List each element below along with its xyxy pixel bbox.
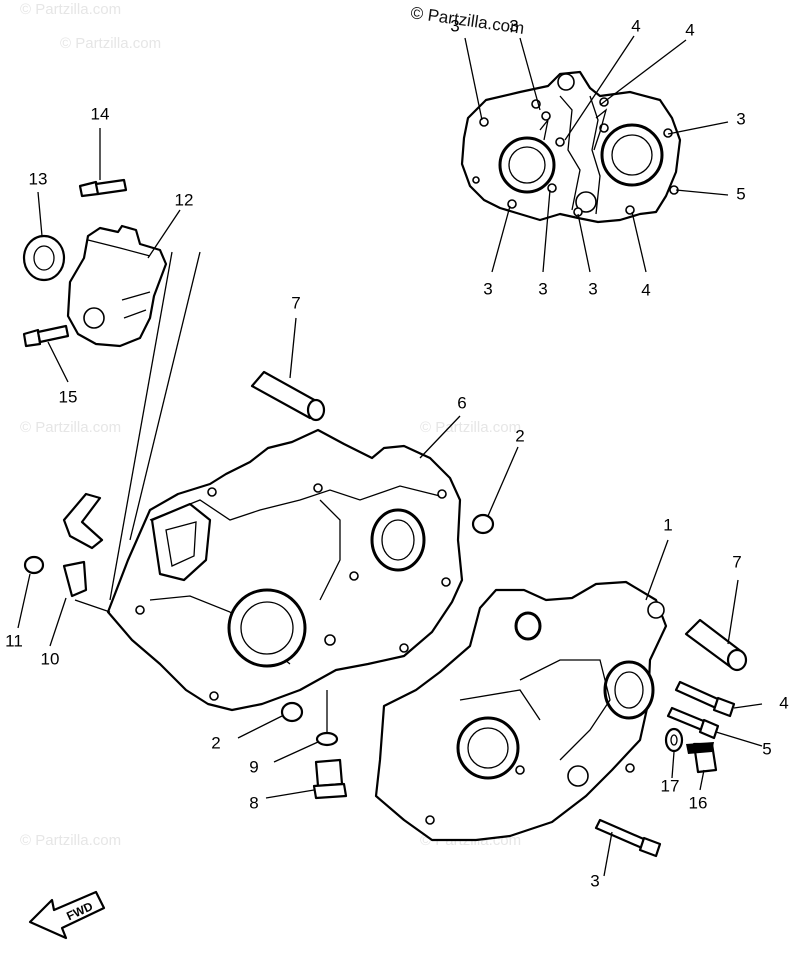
- watermark-2: © Partzilla.com: [60, 35, 161, 52]
- callout-labels: 1 2 2 3 3 3 3 3 3 3 3 4 4 4 4 5 5 6 7 7 …: [5, 16, 789, 890]
- dowel-pin-upper: [250, 370, 326, 422]
- crankcase-top-view: [460, 70, 682, 224]
- bolt-16: [686, 742, 718, 774]
- drain-plug: [312, 731, 348, 800]
- callout-16: 16: [689, 793, 708, 812]
- knock-pin-left: [280, 701, 304, 723]
- callout-4-bolt: 4: [779, 693, 788, 712]
- fwd-arrow-icon: FWD: [28, 890, 106, 940]
- callout-4-bottom: 4: [641, 280, 650, 299]
- callout-6: 6: [457, 393, 466, 412]
- callout-17: 17: [661, 776, 680, 795]
- bolt-5: [666, 706, 720, 740]
- callout-14: 14: [91, 104, 110, 123]
- cover-assembly: [22, 178, 168, 348]
- watermark-main: © Partzilla.com: [409, 3, 525, 38]
- callout-12: 12: [175, 190, 194, 209]
- watermark-4: © Partzilla.com: [420, 419, 521, 436]
- left-crankcase-half: [106, 428, 464, 712]
- callout-4-top-2: 4: [685, 20, 694, 39]
- callout-9: 9: [249, 757, 258, 776]
- callout-3-bottom-3: 3: [588, 279, 597, 298]
- watermark-3: © Partzilla.com: [20, 419, 121, 436]
- bolt-4: [674, 680, 736, 718]
- knock-pin-right: [471, 513, 495, 535]
- dowel-pin-right: [684, 618, 748, 672]
- watermark-5: © Partzilla.com: [20, 832, 121, 849]
- callout-3-top-left: 3: [450, 16, 459, 35]
- callout-7-right: 7: [732, 552, 741, 571]
- callout-3-bolt: 3: [590, 871, 599, 890]
- watermark-1: © Partzilla.com: [20, 1, 121, 18]
- bolt-3: [594, 818, 662, 858]
- callout-2-pin-left: 2: [211, 733, 220, 752]
- callout-15: 15: [59, 387, 78, 406]
- callout-3-right: 3: [736, 109, 745, 128]
- callout-5-bolt: 5: [762, 739, 771, 758]
- guide-plate: [23, 492, 104, 598]
- callout-13: 13: [29, 169, 48, 188]
- callout-7-upper: 7: [291, 293, 300, 312]
- callout-11: 11: [5, 631, 23, 650]
- callout-3-bottom-2: 3: [538, 279, 547, 298]
- callout-5-top: 5: [736, 184, 745, 203]
- callout-2-pin-right: 2: [515, 426, 524, 445]
- leader-lines: [17, 35, 763, 877]
- callout-3-top: 3: [509, 16, 518, 35]
- callout-10: 10: [41, 649, 60, 668]
- callout-8: 8: [249, 793, 258, 812]
- right-crankcase-half: [374, 580, 668, 842]
- callout-1: 1: [663, 515, 672, 534]
- washer-17: [664, 727, 684, 753]
- callout-4-top-1: 4: [631, 16, 640, 35]
- callout-3-bottom-1: 3: [483, 279, 492, 298]
